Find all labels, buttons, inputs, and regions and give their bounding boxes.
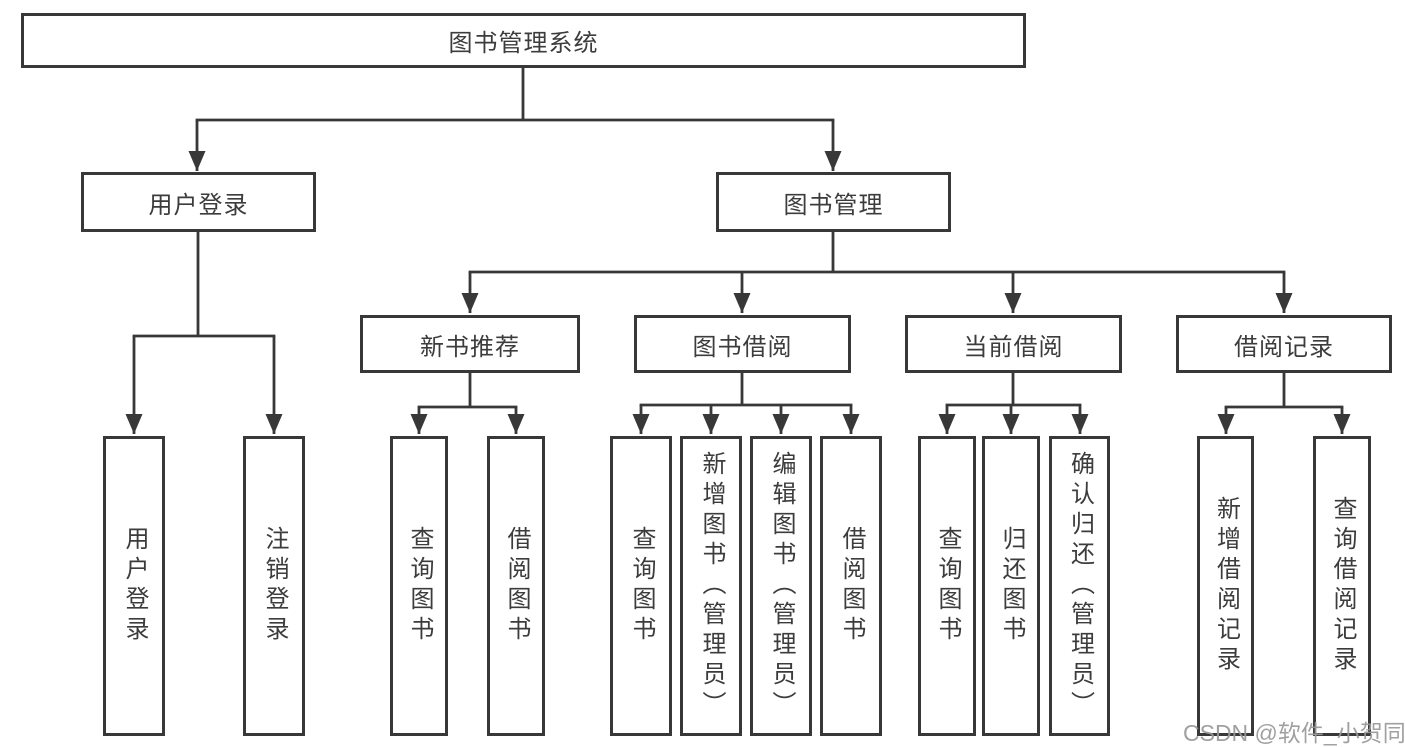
node-new-book-recommend-label: 新书推荐 [420, 333, 520, 361]
leaf-add-borrow-record-label: 新增借阅记录 [1212, 496, 1240, 676]
leaf-confirm-return-admin: 确认归还（管理员） [1049, 436, 1110, 736]
leaf-add-book-admin-label: 新增图书（管理员） [698, 451, 725, 721]
node-book-management: 图书管理 [716, 172, 951, 232]
leaf-query-books-recommend-label: 查询图书 [406, 526, 433, 646]
node-current-borrow-label: 当前借阅 [963, 333, 1064, 361]
node-book-borrow: 图书借阅 [634, 315, 851, 373]
node-borrow-record-label: 借阅记录 [1234, 333, 1334, 361]
leaf-user-login: 用户登录 [103, 436, 165, 736]
leaf-query-books-recommend: 查询图书 [390, 436, 448, 736]
node-book-borrow-label: 图书借阅 [692, 333, 793, 361]
leaf-query-books-current: 查询图书 [918, 436, 976, 736]
csdn-watermark: CSDN @软件_小贺同学 [1183, 720, 1405, 746]
leaf-user-login-label: 用户登录 [121, 526, 148, 646]
leaf-add-borrow-record: 新增借阅记录 [1197, 436, 1254, 736]
node-user-login-label: 用户登录 [148, 191, 249, 219]
leaf-return-books-label: 归还图书 [998, 526, 1025, 646]
leaf-query-books-borrow: 查询图书 [610, 436, 672, 736]
node-user-login: 用户登录 [81, 172, 316, 232]
leaf-logout-label: 注销登录 [261, 526, 288, 646]
leaf-borrow-books: 借阅图书 [820, 436, 882, 736]
leaf-edit-book-admin: 编辑图书（管理员） [750, 436, 812, 736]
leaf-confirm-return-admin-label: 确认归还（管理员） [1066, 451, 1094, 721]
leaf-edit-book-admin-label: 编辑图书（管理员） [768, 451, 795, 721]
leaf-borrow-books-recommend: 借阅图书 [487, 436, 545, 736]
leaf-query-borrow-record-label: 查询借阅记录 [1329, 496, 1356, 676]
leaf-query-books-borrow-label: 查询图书 [628, 526, 655, 646]
node-root-label: 图书管理系统 [448, 30, 599, 57]
node-book-management-label: 图书管理 [783, 191, 884, 219]
leaf-query-books-current-label: 查询图书 [934, 526, 961, 646]
node-borrow-record: 借阅记录 [1176, 315, 1392, 373]
leaf-borrow-books-label: 借阅图书 [838, 526, 865, 646]
leaf-logout: 注销登录 [243, 436, 305, 736]
leaf-add-book-admin: 新增图书（管理员） [680, 436, 742, 736]
node-new-book-recommend: 新书推荐 [360, 315, 580, 373]
node-current-borrow: 当前借阅 [905, 315, 1122, 373]
leaf-borrow-books-recommend-label: 借阅图书 [503, 526, 530, 646]
leaf-return-books: 归还图书 [982, 436, 1040, 736]
node-root: 图书管理系统 [21, 13, 1026, 68]
leaf-query-borrow-record: 查询借阅记录 [1313, 436, 1371, 736]
